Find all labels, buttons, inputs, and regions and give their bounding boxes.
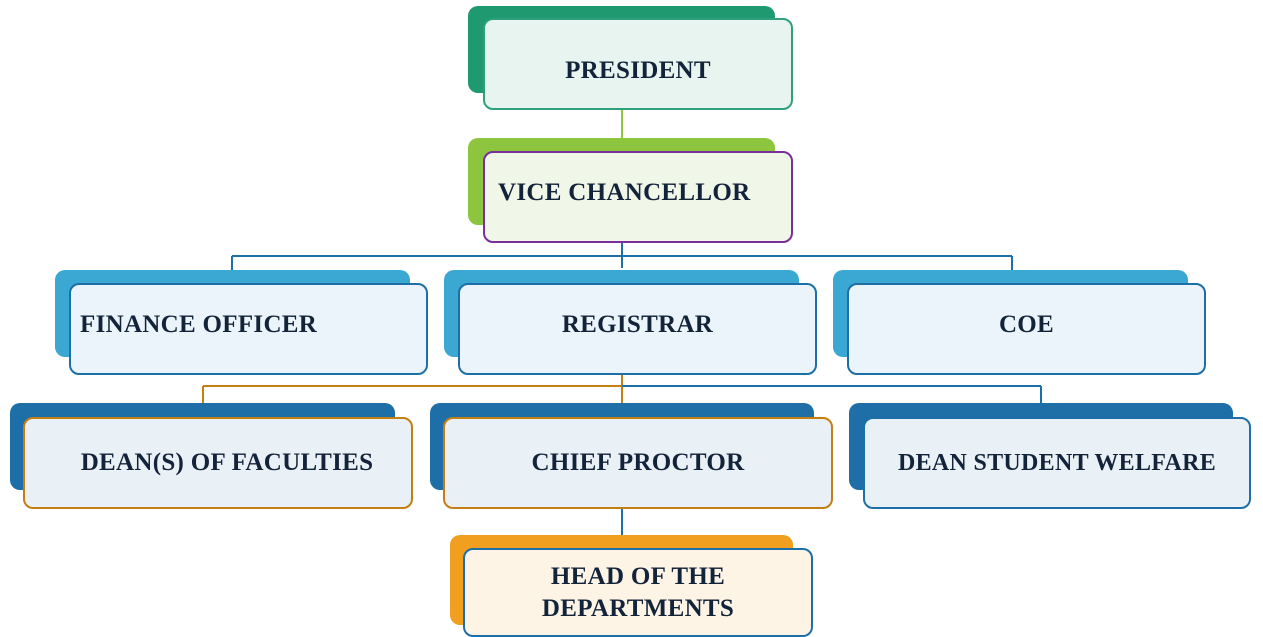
coe-node: COE: [847, 283, 1206, 375]
vice-chancellor-node: VICE CHANCELLOR: [483, 151, 793, 243]
vice-chancellor-label: VICE CHANCELLOR: [498, 179, 751, 206]
coe-label: COE: [998, 311, 1055, 338]
finance-officer-label: FINANCE OFFICER: [80, 311, 318, 338]
deans-of-faculties-label: DEAN(S) OF FACULTIES: [80, 449, 374, 476]
registrar-label: REGISTRAR: [561, 311, 714, 338]
head-of-departments-node: HEAD OF THE DEPARTMENTS: [463, 548, 813, 637]
chief-proctor-node: CHIEF PROCTOR: [443, 417, 833, 509]
head-of-departments-label: HEAD OF THE DEPARTMENTS: [541, 562, 735, 622]
president-node: PRESIDENT: [483, 18, 793, 110]
president-label: PRESIDENT: [565, 57, 711, 84]
finance-officer-node: FINANCE OFFICER: [69, 283, 428, 375]
chief-proctor-label: CHIEF PROCTOR: [531, 449, 745, 476]
dean-student-welfare-label: DEAN STUDENT WELFARE: [897, 449, 1217, 476]
dean-student-welfare-node: DEAN STUDENT WELFARE: [863, 417, 1251, 509]
registrar-node: REGISTRAR: [458, 283, 817, 375]
deans-of-faculties-node: DEAN(S) OF FACULTIES: [23, 417, 413, 509]
